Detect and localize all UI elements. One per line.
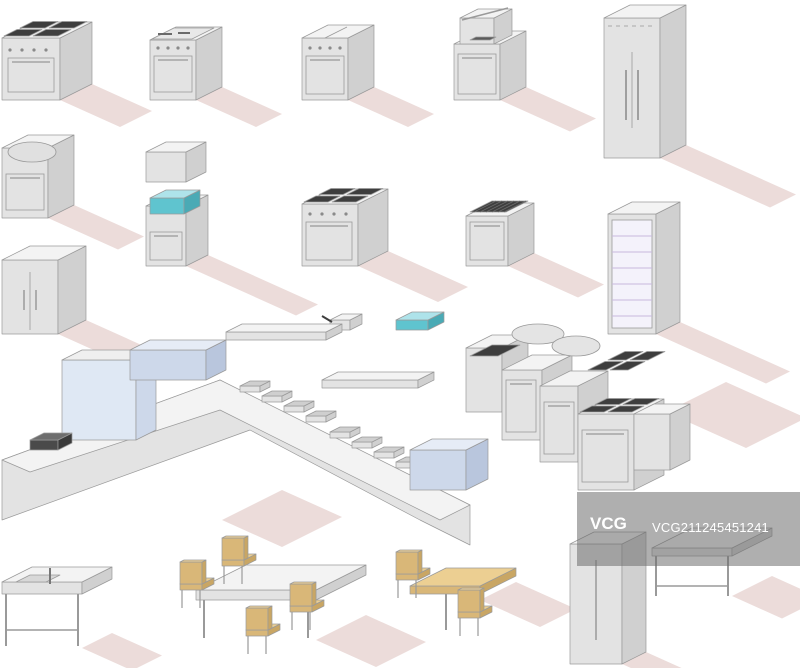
- wok-range-icon: [1, 134, 75, 219]
- salamander-bain-marie-icon: [145, 141, 209, 267]
- watermark-logo: VCG: [590, 514, 627, 533]
- cabinet-icon: [1, 245, 87, 335]
- griddle-oven-icon: [149, 26, 223, 101]
- watermark-id: VCG211245451241: [652, 520, 769, 535]
- sink-station-icon: [1, 566, 113, 646]
- hot-plate-oven-icon: [301, 24, 375, 101]
- buffet-counter-icon: [1, 323, 489, 546]
- dining-table-4-icon: [395, 549, 517, 636]
- glass-door-fridge-icon: [607, 201, 681, 335]
- watermark-box: [577, 492, 800, 566]
- gas-stove-4-burner-icon: [1, 21, 93, 101]
- tall-refrigerator-icon: [603, 4, 687, 159]
- grill-unit-icon: [465, 200, 535, 267]
- cooking-line-icon: [465, 323, 691, 491]
- induction-range-icon: [301, 188, 389, 267]
- gastronorm-tray-icon: [395, 311, 445, 331]
- fryer-unit-icon: [453, 7, 527, 101]
- dining-table-6-icon: [179, 535, 367, 654]
